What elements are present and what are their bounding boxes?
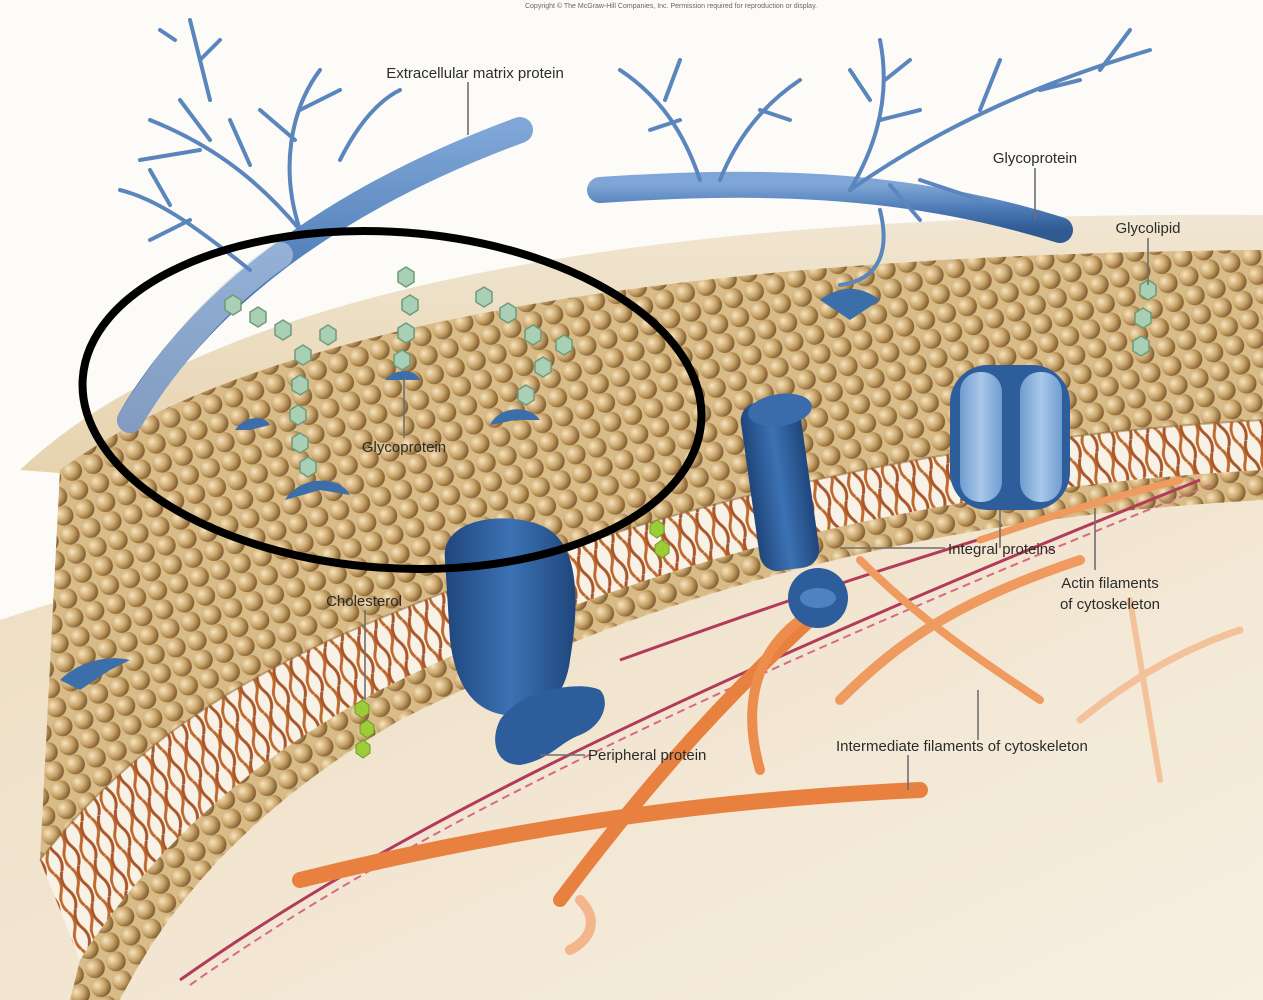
- integral-protein-channel: [950, 365, 1070, 510]
- label-glycoprotein-top: Glycoprotein: [993, 150, 1077, 167]
- label-peripheral-protein: Peripheral protein: [588, 747, 706, 764]
- cholesterol: [354, 519, 670, 759]
- glycoprotein-sugar-chains: [224, 266, 573, 478]
- peripheral-protein: [495, 686, 605, 765]
- label-actin-filaments-line1: Actin filaments: [1061, 575, 1159, 592]
- label-cholesterol: Cholesterol: [326, 593, 402, 610]
- label-glycolipid: Glycolipid: [1115, 220, 1180, 237]
- extracellular-matrix-proteins: [117, 18, 1152, 433]
- label-leaders: [364, 82, 1149, 790]
- integral-protein-column: [740, 393, 848, 628]
- copyright-notice: Copyright © The McGraw-Hill Companies, I…: [525, 2, 817, 10]
- glycolipid: [1132, 279, 1157, 357]
- phospholipid-heads-bottom: [70, 470, 1263, 1000]
- surface-protein-fragment: [60, 658, 130, 690]
- intermediate-filaments: [292, 476, 1244, 955]
- glycoprotein-anchors: [235, 371, 540, 500]
- label-glycoprotein-circled: Glycoprotein: [362, 439, 446, 456]
- label-extracellular-matrix-protein: Extracellular matrix protein: [386, 65, 564, 82]
- label-actin-filaments-line2: of cytoskeleton: [1060, 596, 1160, 613]
- highlight-circle: [78, 227, 706, 573]
- label-integral-proteins: Integral proteins: [948, 541, 1056, 558]
- label-intermediate-filaments: Intermediate filaments of cytoskeleton: [836, 738, 1088, 755]
